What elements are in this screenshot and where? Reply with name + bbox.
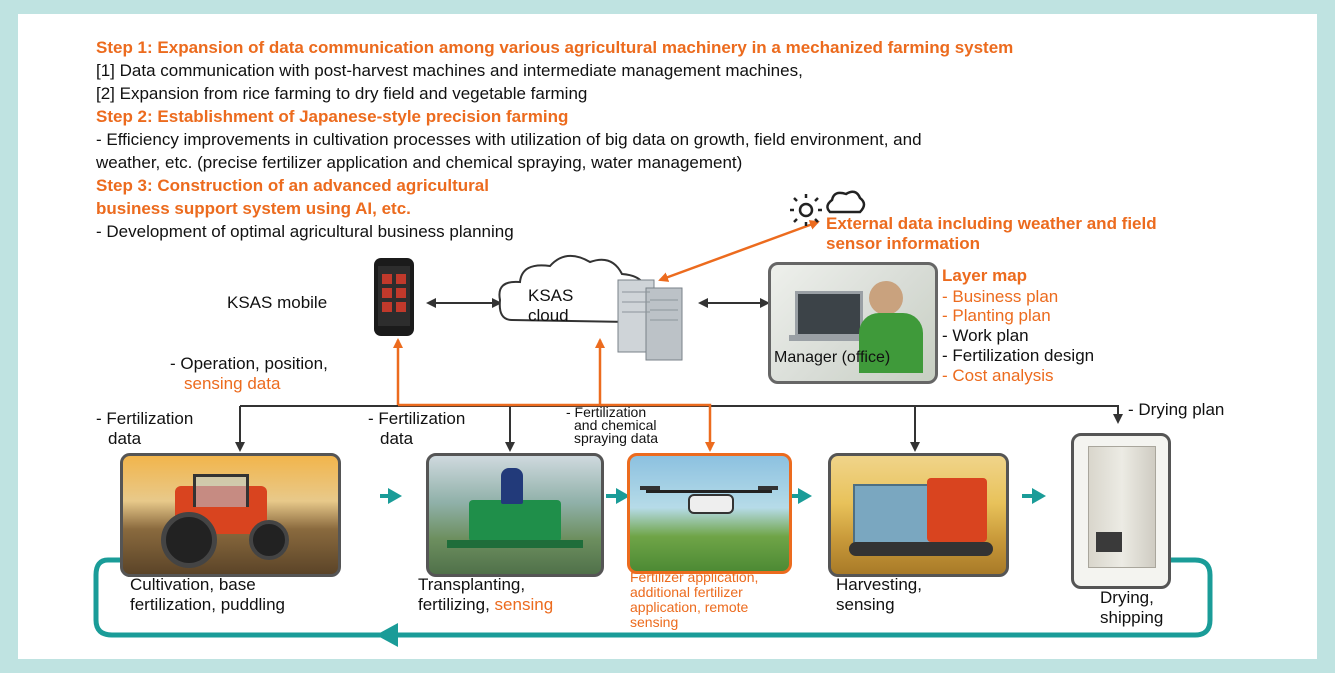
caption-drying: Drying, shipping [1100,588,1164,627]
cloud-weather-icon [826,190,866,214]
ksas-mobile-label: KSAS mobile [227,293,328,312]
caption-harvesting: Harvesting, sensing [836,575,922,614]
layer-map-title: Layer map [942,266,1028,285]
drone-photo [627,453,792,574]
harvester-photo [828,453,1009,577]
tractor-photo [120,453,341,577]
operation-data-label-1: - Operation, position, [170,354,328,373]
step1-line1: [1] Data communication with post-harvest… [96,61,803,80]
dryer-photo [1071,433,1171,589]
step2-line1: - Efficiency improvements in cultivation… [96,130,922,149]
fert-data-1a: - Fertilization [96,409,194,428]
sun-icon [790,194,822,226]
caption-transplanting: Transplanting, fertilizing, sensing [418,575,554,614]
step1-title: Step 1: Expansion of data communication … [96,38,1014,57]
phone-icon [374,258,414,336]
fert-data-2a: - Fertilization [368,409,466,428]
step3-title-1: Step 3: Construction of an advanced agri… [96,176,489,195]
cycle-arrow-1 [388,488,402,504]
layer-item-business: - Business plan [942,287,1059,306]
manager-office-photo [768,262,938,384]
ksas-cloud-label-1: KSAS [528,286,574,305]
spray-data-b: and chemical [574,417,657,433]
ksas-cloud-label-2: cloud [528,306,569,325]
drying-plan-label: - Drying plan [1128,400,1225,419]
step2-line2: weather, etc. (precise fertilizer applic… [96,153,743,172]
layer-item-planting: - Planting plan [942,306,1051,325]
external-data-label-2: sensor information [826,234,980,253]
cycle-arrow-2 [616,488,630,504]
spray-data-a: - Fertilization [566,404,647,420]
layer-item-cost: - Cost analysis [942,366,1054,385]
operation-data-label-2: sensing data [184,374,281,393]
caption-fertilizer-application: Fertilizer application, additional ferti… [630,569,759,630]
fert-data-1b: data [108,429,142,448]
spray-data-c: spraying data [574,430,659,446]
cycle-arrow-3 [798,488,812,504]
cycle-loop [93,557,1213,638]
layer-item-fertilization: - Fertilization design [942,346,1095,365]
cycle-arrow-4 [1032,488,1046,504]
step3-title-2: business support system using AI, etc. [96,199,411,218]
caption-cultivation: Cultivation, base fertilization, puddlin… [130,575,285,614]
step1-line2: [2] Expansion from rice farming to dry f… [96,84,588,103]
step2-title: Step 2: Establishment of Japanese-style … [96,107,569,126]
cycle-arrow-left [376,623,398,647]
transplanter-photo [426,453,604,577]
fert-data-2b: data [380,429,414,448]
external-data-label-1: External data including weather and fiel… [826,214,1157,233]
server-icon [617,279,683,361]
layer-item-work: - Work plan [942,326,1029,345]
manager-label: Manager (office) [774,349,891,366]
step3-line1: - Development of optimal agricultural bu… [96,222,514,241]
